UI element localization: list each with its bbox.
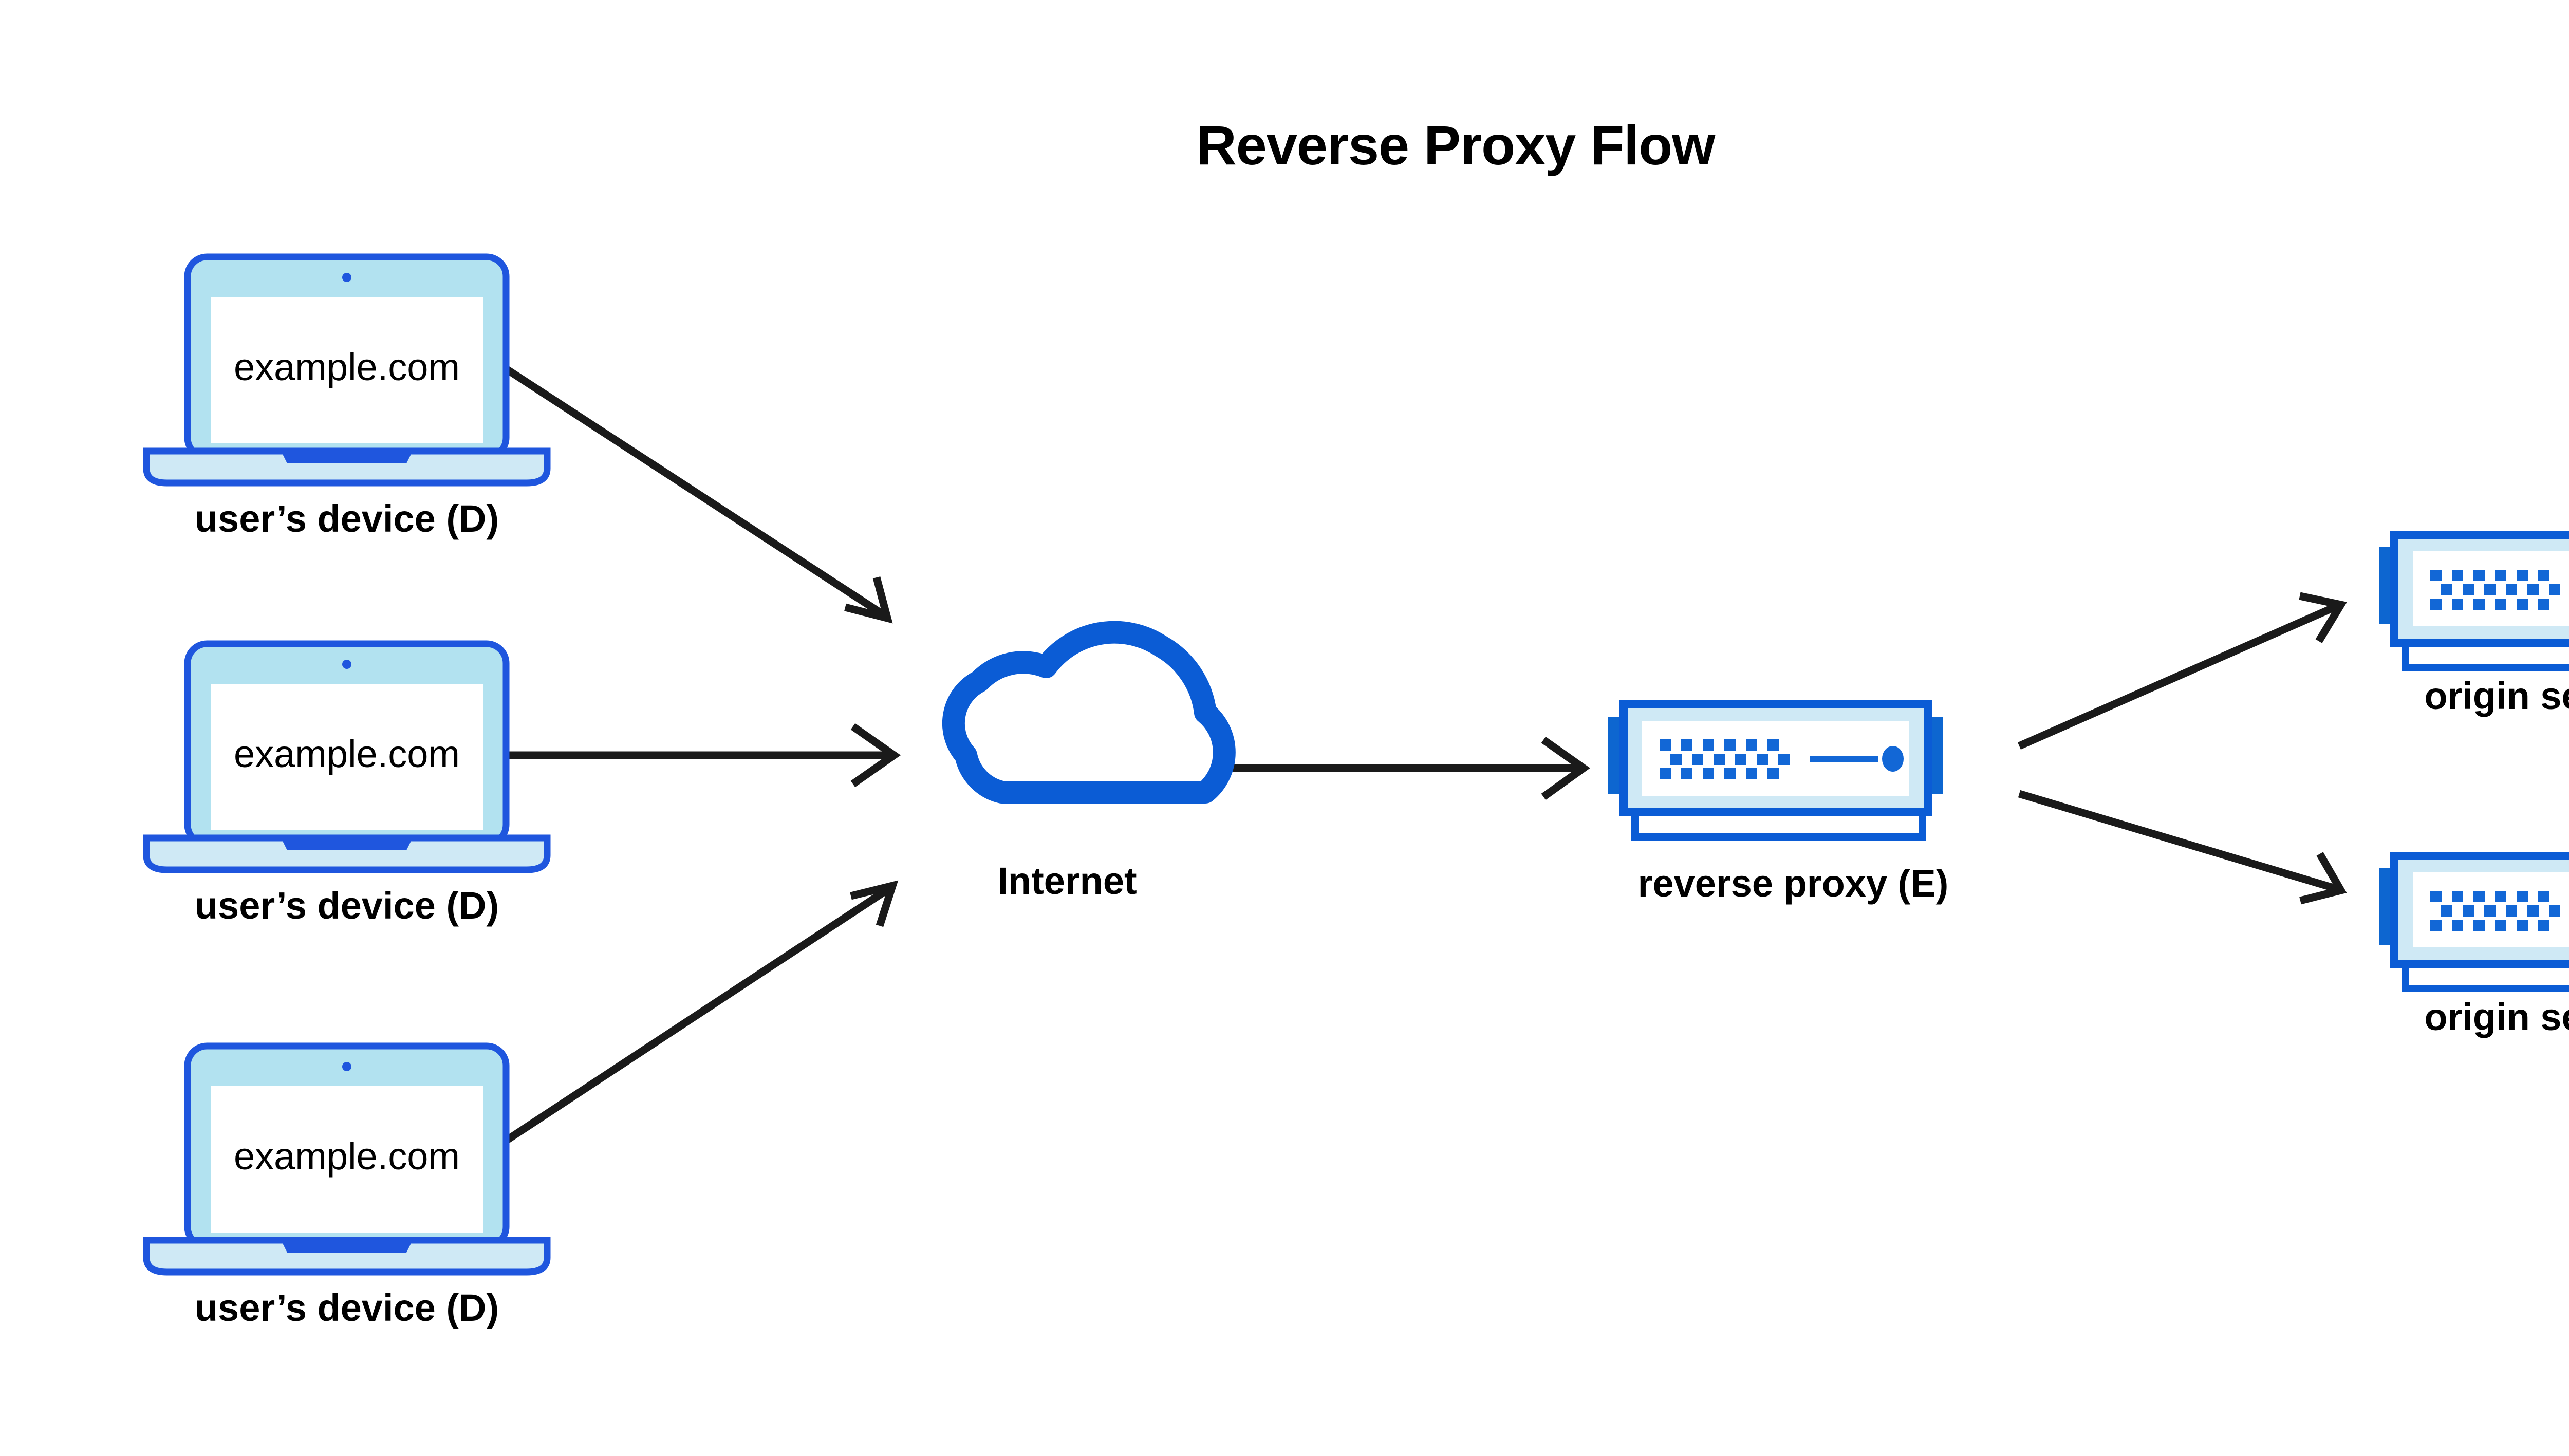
cloud-icon [954, 632, 1224, 792]
arrow-internet-to-proxy [1231, 736, 1590, 800]
node-reverse-proxy[interactable]: reverse proxy (E) [1608, 704, 1948, 905]
node-label-users-device-bottom: user’s device (D) [195, 1286, 499, 1329]
connector-arrows [504, 365, 2347, 1144]
node-label-users-device-top: user’s device (D) [195, 497, 499, 540]
node-users-device-bottom[interactable]: example.com user’s device (D) [146, 1046, 547, 1329]
page-title: Reverse Proxy Flow [1197, 114, 1716, 176]
node-label-users-device-middle: user’s device (D) [195, 884, 499, 927]
arrow-proxy-to-origin-bottom [2018, 790, 2347, 905]
arrow-device-top-to-internet [504, 365, 893, 624]
node-origin-server-top[interactable]: origin server (F) [2379, 535, 2569, 717]
node-label-internet: Internet [997, 860, 1137, 902]
device-screen-text-middle: example.com [234, 733, 460, 775]
node-users-device-top[interactable]: example.com user’s device (D) [146, 257, 547, 540]
node-label-reverse-proxy: reverse proxy (E) [1638, 862, 1949, 905]
arrow-device-bottom-to-internet [504, 880, 899, 1144]
device-screen-text-top: example.com [234, 346, 460, 388]
node-origin-server-bottom[interactable]: origin server (F) [2379, 856, 2569, 1038]
node-label-origin-server-top: origin server (F) [2424, 675, 2569, 717]
device-screen-text-bottom: example.com [234, 1135, 460, 1178]
node-users-device-middle[interactable]: example.com user’s device (D) [146, 644, 547, 927]
node-internet-cloud[interactable]: Internet [954, 632, 1224, 902]
arrow-proxy-to-origin-top [2017, 592, 2347, 750]
arrow-device-middle-to-internet [506, 723, 901, 788]
node-label-origin-server-bottom: origin server (F) [2424, 996, 2569, 1038]
